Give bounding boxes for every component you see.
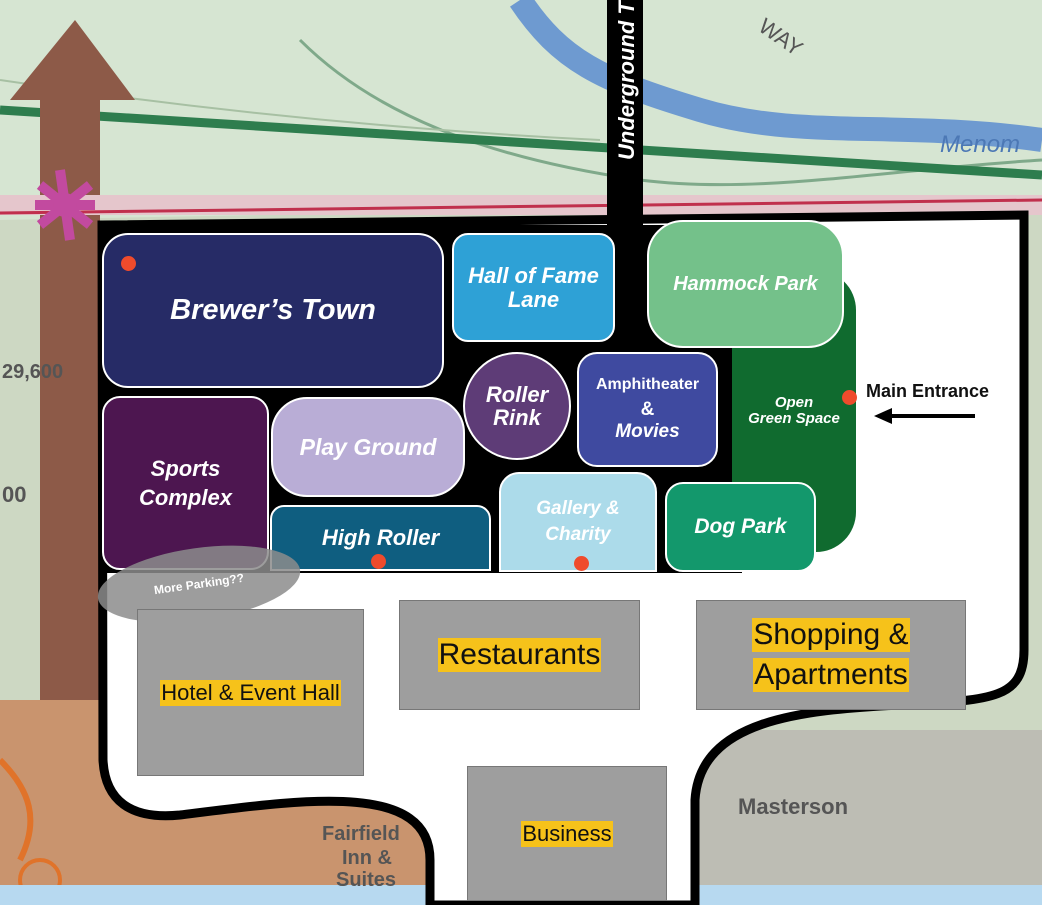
marker-main-entrance	[842, 390, 857, 405]
zone-brewers-town[interactable]: Brewer’s Town	[102, 233, 444, 388]
business-label: Business	[521, 820, 613, 847]
shopping-line1: Shopping &	[752, 618, 910, 652]
gallery-line1: Gallery &	[536, 498, 620, 520]
tick-label-1: 29,600	[2, 361, 63, 383]
marker-brewers-town	[121, 256, 136, 271]
block-shopping-apartments[interactable]: Shopping & Apartments	[696, 600, 966, 710]
play-ground-label: Play Ground	[299, 433, 437, 460]
zone-amphitheater-movies[interactable]: Amphitheater & Movies	[577, 352, 718, 467]
amph-line2: &	[640, 398, 655, 420]
underground-label: Underground T	[614, 0, 639, 160]
fairfield-line1: Fairfield	[322, 823, 400, 845]
block-hotel-event-hall[interactable]: Hotel & Event Hall	[137, 609, 364, 776]
zone-sports-complex[interactable]: Sports Complex	[102, 396, 269, 570]
tick-label-2: 00	[2, 482, 26, 507]
high-roller-label: High Roller	[321, 525, 440, 551]
marker-high-roller	[371, 554, 386, 569]
entrance-arrowhead	[874, 408, 892, 424]
hall-of-fame-line1: Hall of Fame	[468, 263, 599, 289]
fairfield-line2: Inn &	[342, 847, 392, 869]
underground-road	[607, 0, 643, 230]
sports-line1: Sports	[150, 455, 221, 481]
open-green-line2: Green Space	[748, 410, 840, 427]
zone-dog-park[interactable]: Dog Park	[665, 482, 816, 572]
more-parking-label: More Parking??	[153, 570, 245, 598]
masterson-label: Masterson	[738, 794, 848, 819]
zone-gallery-charity[interactable]: Gallery & Charity	[499, 472, 657, 572]
zone-roller-rink[interactable]: Roller Rink	[463, 352, 571, 460]
zone-hall-of-fame-lane[interactable]: Hall of Fame Lane	[452, 233, 615, 342]
hammock-park-label: Hammock Park	[673, 272, 818, 295]
restaurants-label: Restaurants	[437, 638, 602, 672]
amph-line3: Movies	[615, 420, 680, 442]
roller-line1: Roller	[485, 381, 549, 407]
hotel-label: Hotel & Event Hall	[160, 679, 341, 706]
sports-line2: Complex	[139, 485, 232, 510]
amph-line1: Amphitheater	[595, 376, 700, 394]
block-restaurants[interactable]: Restaurants	[399, 600, 640, 710]
main-entrance-label: Main Entrance	[866, 381, 990, 401]
marker-gallery	[574, 556, 589, 571]
hall-of-fame-line2: Lane	[507, 286, 560, 312]
brewers-town-label: Brewer’s Town	[170, 294, 376, 327]
zone-hammock-park[interactable]: Hammock Park	[647, 220, 844, 348]
zone-play-ground[interactable]: Play Ground	[271, 397, 465, 497]
fairfield-line3: Suites	[336, 869, 396, 891]
shopping-line2: Apartments	[753, 658, 909, 692]
roller-line2: Rink	[493, 405, 541, 430]
open-green-line1: Open	[774, 394, 814, 412]
gallery-line2: Charity	[545, 524, 611, 545]
road-label-menom: Menom	[940, 131, 1020, 158]
dog-park-label: Dog Park	[694, 514, 787, 538]
block-business[interactable]: Business	[467, 766, 667, 901]
